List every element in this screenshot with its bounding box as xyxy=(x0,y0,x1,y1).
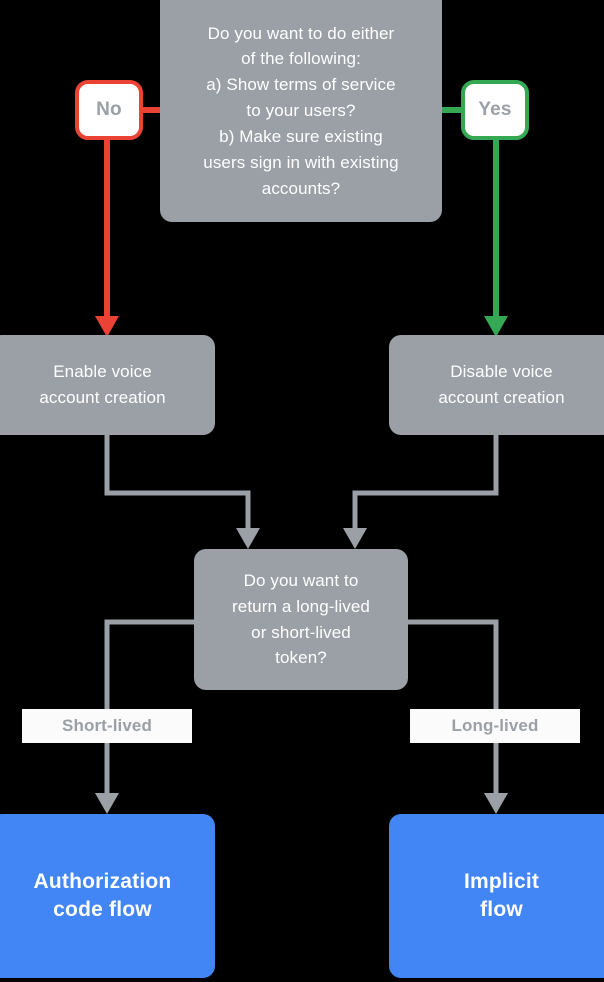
question-top-line-1: Do you want to do either xyxy=(207,23,395,43)
node-implicit-flow-text: Implicit flow xyxy=(464,868,539,925)
answer-yes-label: Yes xyxy=(478,99,512,120)
edge-yes-to-disable-voice xyxy=(484,140,508,337)
implicit-flow-line-1: Implicit xyxy=(463,869,540,893)
question-top-line-2: of the following: xyxy=(241,49,361,69)
question-top-line-6: users sign in with existing xyxy=(203,152,399,172)
question-top-line-7: accounts? xyxy=(261,178,341,198)
edge-label-short-lived-text: Short-lived xyxy=(62,716,152,735)
edge-disable-voice-to-token-question xyxy=(343,434,499,549)
edge-label-long-lived-text: Long-lived xyxy=(451,716,539,735)
node-disable-voice-text: Disable voice account creation xyxy=(438,359,564,411)
question-top-line-4: to your users? xyxy=(246,101,356,121)
node-disable-voice-account-creation: Disable voice account creation xyxy=(389,335,604,435)
answer-no-pill[interactable]: No xyxy=(75,80,143,140)
question-token-line-1: Do you want to xyxy=(243,570,359,590)
node-question-top: Do you want to do either of the followin… xyxy=(160,0,442,222)
node-question-token-text: Do you want to return a long-lived or sh… xyxy=(232,568,370,671)
answer-yes-pill[interactable]: Yes xyxy=(461,80,529,140)
question-top-line-3: a) Show terms of service xyxy=(206,75,396,95)
edge-no-to-enable-voice xyxy=(95,140,119,337)
authorization-code-flow-line-2: code flow xyxy=(53,898,152,921)
authorization-code-flow-line-1: Authorization xyxy=(33,869,172,893)
node-enable-voice-text: Enable voice account creation xyxy=(39,359,165,411)
edge-label-short-lived: Short-lived xyxy=(22,709,192,743)
node-implicit-flow: Implicit flow xyxy=(389,814,604,978)
enable-voice-line-2: account creation xyxy=(39,388,166,407)
node-question-top-text: Do you want to do either of the followin… xyxy=(203,21,398,202)
question-token-line-3: or short-lived xyxy=(251,622,351,642)
disable-voice-line-2: account creation xyxy=(438,388,565,407)
node-enable-voice-account-creation: Enable voice account creation xyxy=(0,335,215,435)
edge-label-long-lived: Long-lived xyxy=(410,709,580,743)
implicit-flow-line-2: flow xyxy=(480,898,523,921)
answer-no-label: No xyxy=(96,99,122,120)
question-token-line-4: token? xyxy=(275,648,327,668)
question-token-line-2: return a long-lived xyxy=(232,596,370,616)
edge-enable-voice-to-token-question xyxy=(104,434,260,549)
enable-voice-line-1: Enable voice xyxy=(53,362,152,382)
disable-voice-line-1: Disable voice xyxy=(450,362,553,382)
node-authorization-code-flow: Authorization code flow xyxy=(0,814,215,978)
node-authorization-code-flow-text: Authorization code flow xyxy=(34,868,172,925)
node-question-token-lifetime: Do you want to return a long-lived or sh… xyxy=(194,549,408,690)
question-top-line-5: b) Make sure existing xyxy=(219,126,383,146)
